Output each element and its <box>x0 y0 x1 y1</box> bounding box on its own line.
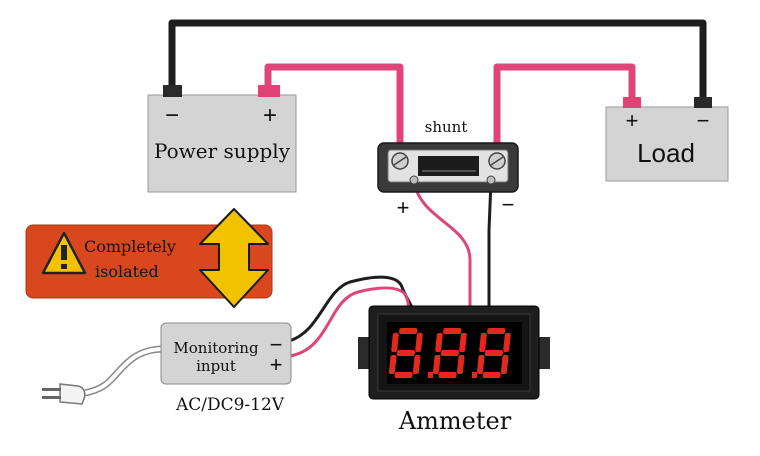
warning-line-2: isolated <box>95 262 159 281</box>
power-supply-plus-terminal <box>258 85 280 97</box>
ammeter-label: Ammeter <box>398 407 512 435</box>
power-supply-minus-sign: − <box>165 102 179 129</box>
segment-a <box>487 328 506 334</box>
load-minus-sign: − <box>697 108 710 133</box>
monitoring-input: Monitoring input − + AC/DC9-12V <box>160 322 292 415</box>
segment-g <box>440 350 460 356</box>
shunt-right-screw <box>486 175 496 185</box>
shunt-label: shunt <box>425 118 468 136</box>
load-label: Load <box>637 138 695 168</box>
shunt-element <box>418 156 479 176</box>
red-wire-supply-to-shunt <box>264 63 404 154</box>
plug-cable-inner <box>77 347 164 396</box>
digit-1 <box>388 328 433 378</box>
decimal-point <box>428 372 433 378</box>
ammeter-digits <box>388 328 511 378</box>
load: + − Load <box>605 97 729 182</box>
shunt: shunt + − <box>377 118 519 220</box>
power-supply-label: Power supply <box>154 139 291 163</box>
monitoring-minus-sign: − <box>270 332 283 357</box>
segment-g <box>396 350 416 356</box>
segment-d <box>438 372 457 378</box>
load-plus-sign: + <box>626 108 639 133</box>
monitoring-line-2: input <box>196 357 236 375</box>
isolation-warning: Completely isolated <box>25 208 273 308</box>
segment-b <box>503 333 511 352</box>
shunt-left-screw <box>409 175 419 185</box>
segment-c <box>412 355 421 374</box>
power-plug-icon <box>42 383 86 405</box>
segment-e <box>432 355 441 374</box>
red-supply-wire <box>287 286 411 358</box>
segment-c <box>500 355 509 374</box>
segment-f <box>435 333 443 352</box>
ammeter: Ammeter <box>358 305 550 435</box>
segment-e <box>476 355 485 374</box>
decimal-point <box>472 372 477 378</box>
shunt-plus-sign: + <box>397 195 410 220</box>
power-supply: − + Power supply <box>147 85 297 193</box>
warning-line-1: Completely <box>84 237 176 256</box>
load-minus-terminal <box>694 97 712 108</box>
monitoring-voltage: AC/DC9-12V <box>175 395 285 415</box>
segment-e <box>388 355 397 374</box>
warning-icon <box>41 231 87 275</box>
power-supply-minus-terminal <box>163 85 182 97</box>
shunt-left-bolt-slot <box>393 156 407 166</box>
red-sense-wire <box>412 179 472 310</box>
segment-d <box>394 372 413 378</box>
segment-d <box>482 372 501 378</box>
digit-2 <box>432 328 477 378</box>
segment-a <box>399 328 418 334</box>
segment-f <box>479 333 487 352</box>
shunt-minus-sign: − <box>502 192 515 217</box>
segment-g <box>484 350 504 356</box>
segment-f <box>391 333 399 352</box>
segment-c <box>456 355 465 374</box>
segment-b <box>459 333 467 352</box>
power-supply-plus-sign: + <box>263 102 277 129</box>
load-box <box>605 106 729 182</box>
black-wire-top <box>168 19 707 102</box>
black-sense-wire <box>487 179 493 310</box>
segment-a <box>443 328 462 334</box>
monitoring-box <box>160 322 292 385</box>
segment-b <box>415 333 423 352</box>
double-arrow-icon <box>199 208 269 308</box>
monitoring-line-1: Monitoring <box>173 339 259 357</box>
monitoring-plus-sign: + <box>270 352 283 377</box>
load-plus-terminal <box>623 97 641 108</box>
shunt-right-bolt-slot <box>490 156 504 166</box>
power-supply-box <box>147 94 297 193</box>
digit-3 <box>476 328 511 378</box>
wires <box>75 19 707 398</box>
red-wire-shunt-to-load <box>493 63 636 154</box>
